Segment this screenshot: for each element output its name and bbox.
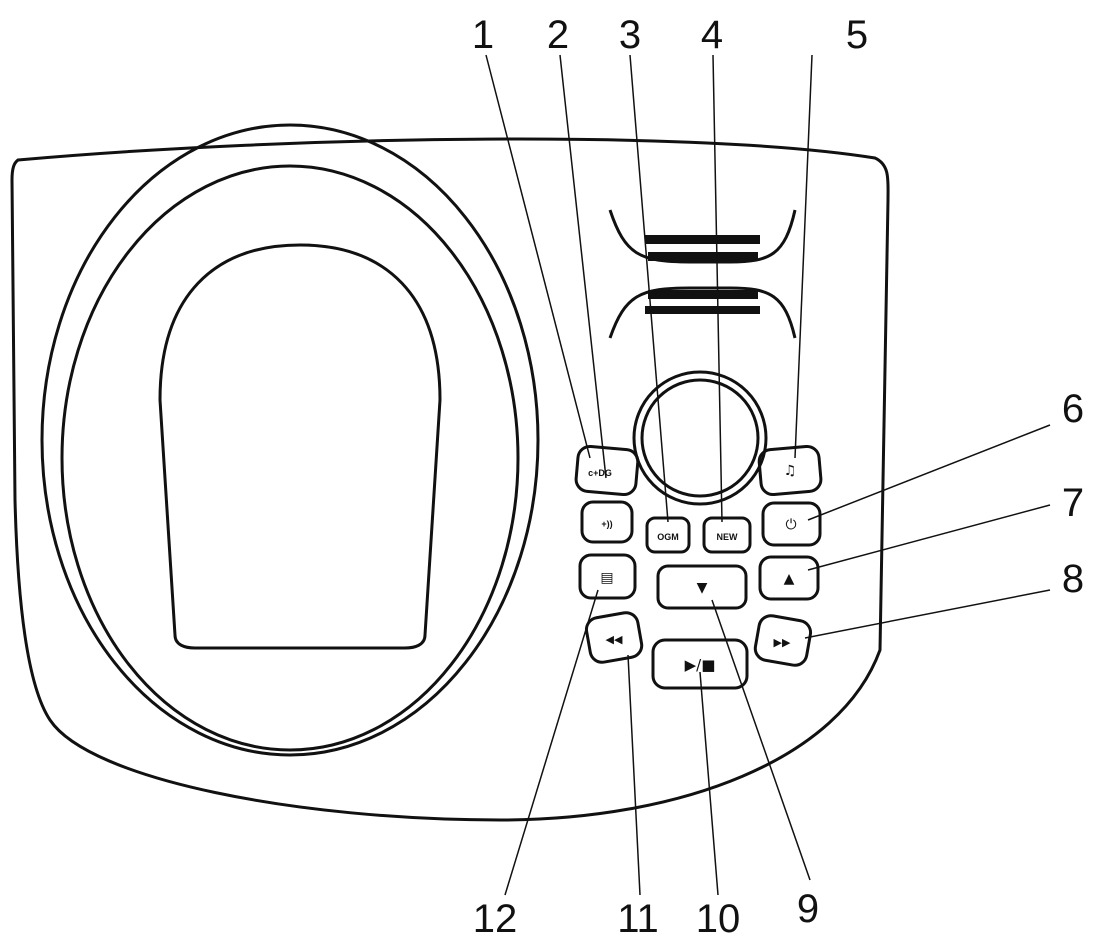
leader-line-8 (804, 589, 1051, 639)
callout-9: 9 (797, 887, 819, 931)
handset-earpiece (158, 243, 442, 650)
leader-line-6 (807, 424, 1051, 521)
button-4-label: NEW (717, 532, 739, 542)
callout-6: 6 (1062, 387, 1084, 431)
button-3-label: OGM (657, 532, 679, 542)
button-12-outline[interactable] (578, 553, 637, 600)
button-11-outline[interactable] (584, 611, 644, 664)
speaker-bar-1 (645, 235, 760, 244)
callout-3: 3 (619, 13, 641, 57)
callout-12: 12 (473, 897, 518, 941)
button-7-outline[interactable] (758, 555, 820, 601)
callout-11: 11 (617, 897, 659, 941)
button-10-outline[interactable] (651, 638, 749, 690)
callout-4: 4 (701, 13, 723, 57)
button-5-outline[interactable] (757, 444, 823, 497)
button-12-label: ▤ (600, 570, 613, 586)
cradle-inner-ring (60, 164, 520, 752)
button-8-outline[interactable] (753, 614, 813, 667)
callout-10: 10 (696, 897, 741, 941)
speaker-bar-3 (648, 290, 758, 299)
callout-5: 5 (846, 13, 868, 57)
leader-line-5 (794, 54, 813, 459)
volume-dial-outer (632, 370, 768, 506)
button-10-label: ▶/■ (685, 656, 716, 674)
leader-line-2 (559, 54, 607, 479)
callout-7: 7 (1062, 481, 1084, 525)
volume-dial[interactable] (640, 378, 760, 498)
button-2-label: +)) (601, 519, 612, 529)
button-1-label: c+DG (588, 468, 612, 478)
callout-1: 1 (472, 13, 494, 57)
button-2-outline[interactable] (580, 500, 634, 544)
leader-line-3 (629, 54, 669, 523)
button-9-label: ▼ (697, 580, 708, 596)
leader-line-9 (711, 599, 811, 881)
button-4-outline[interactable] (702, 516, 752, 554)
button-8-label: ▶▶ (774, 636, 791, 649)
leader-line-12 (504, 589, 599, 896)
leader-line-4 (712, 54, 723, 523)
callout-8: 8 (1062, 557, 1084, 601)
base-outline (10, 137, 890, 822)
button-6-label: ⏻ (785, 517, 796, 533)
leader-line-10 (699, 671, 719, 896)
button-6-outline[interactable] (761, 501, 822, 547)
cradle-outer-ring (40, 123, 540, 757)
speaker-grille (608, 209, 797, 339)
leader-line-7 (807, 504, 1051, 571)
button-1-outline[interactable] (574, 444, 640, 497)
button-7-label: ▲ (784, 571, 795, 587)
speaker-bar-4 (645, 306, 760, 314)
callout-2: 2 (547, 13, 569, 57)
button-5-label: ♫ (784, 463, 797, 479)
speaker-bar-2 (648, 252, 758, 261)
leader-line-1 (485, 54, 591, 459)
button-11-label: ◀◀ (606, 633, 623, 646)
button-9-outline[interactable] (656, 564, 748, 610)
leader-line-11 (627, 654, 641, 896)
